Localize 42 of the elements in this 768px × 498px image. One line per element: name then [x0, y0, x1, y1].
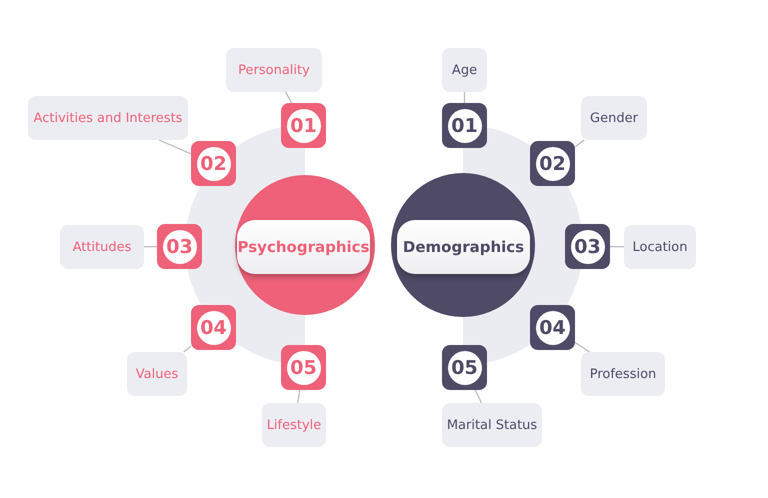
attribute-label: Personality	[226, 48, 322, 92]
category-title: Psychographics	[237, 220, 370, 274]
connector-line	[610, 246, 624, 248]
connector-line	[574, 342, 590, 352]
number-badge	[530, 141, 575, 186]
number-badge	[530, 305, 575, 350]
step-number: 04	[536, 310, 570, 344]
step-number: 05	[286, 350, 320, 384]
number-badge	[157, 224, 202, 269]
attribute-label: Attitudes	[60, 225, 144, 269]
connector-line	[144, 246, 157, 248]
attribute-label: Age	[442, 48, 487, 92]
step-number: 01	[286, 108, 320, 142]
connector-line	[474, 390, 482, 404]
number-badge	[281, 345, 326, 390]
connector-line	[183, 346, 192, 352]
number-badge	[191, 305, 236, 350]
attribute-label: Profession	[581, 352, 665, 396]
connector-line	[574, 140, 585, 148]
attribute-label: Activities and Interests	[28, 96, 188, 140]
step-number: 05	[448, 350, 482, 384]
connector-line	[464, 92, 466, 103]
number-badge	[565, 224, 610, 269]
attribute-label: Values	[127, 352, 187, 396]
attribute-label: Location	[624, 225, 696, 269]
step-number: 03	[162, 230, 196, 264]
number-badge	[442, 345, 487, 390]
number-badge	[281, 103, 326, 148]
attribute-label: Lifestyle	[262, 403, 326, 447]
connector-line	[297, 390, 300, 404]
step-number: 04	[196, 310, 230, 344]
step-number: 02	[536, 146, 570, 180]
step-number: 03	[570, 230, 604, 264]
number-badge	[191, 141, 236, 186]
step-number: 01	[448, 108, 482, 142]
attribute-label: Marital Status	[442, 403, 542, 447]
step-number: 02	[196, 146, 230, 180]
connector-line	[285, 92, 292, 104]
number-badge	[442, 103, 487, 148]
category-title: Demographics	[397, 220, 530, 274]
connector-line	[158, 139, 192, 154]
attribute-label: Gender	[581, 96, 647, 140]
